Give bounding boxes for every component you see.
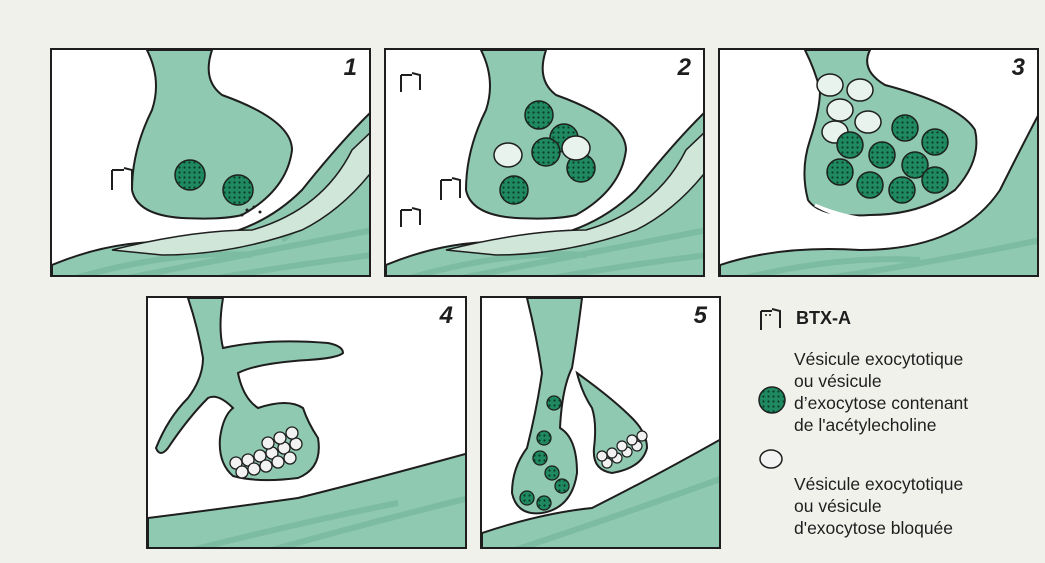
blocked-vesicle-icon	[758, 448, 784, 470]
panel-2: 2	[384, 48, 705, 277]
active-vesicle-icon	[756, 384, 788, 416]
legend-toxin-label: BTX-A	[796, 308, 851, 329]
panel-5: 5	[480, 296, 721, 549]
legend: BTX-A Vésicule exocytotique ou vésicule …	[750, 300, 1040, 555]
panel-number: 1	[344, 54, 357, 82]
panel-1: 1	[50, 48, 371, 277]
toxin-molecule-icon	[112, 168, 132, 190]
legend-active-vesicle-text: Vésicule exocytotique ou vésicule d’exoc…	[794, 348, 1034, 436]
panel-4: 4	[146, 296, 467, 549]
panel-number: 2	[678, 54, 691, 82]
toxin-molecule-icon	[758, 308, 788, 334]
legend-blocked-vesicle-text: Vésicule exocytotique ou vésicule d'exoc…	[794, 473, 1034, 539]
panel-number: 4	[440, 302, 453, 330]
panel-3: 3	[718, 48, 1039, 277]
panel-number: 5	[694, 302, 707, 330]
panel-number: 3	[1012, 54, 1025, 82]
